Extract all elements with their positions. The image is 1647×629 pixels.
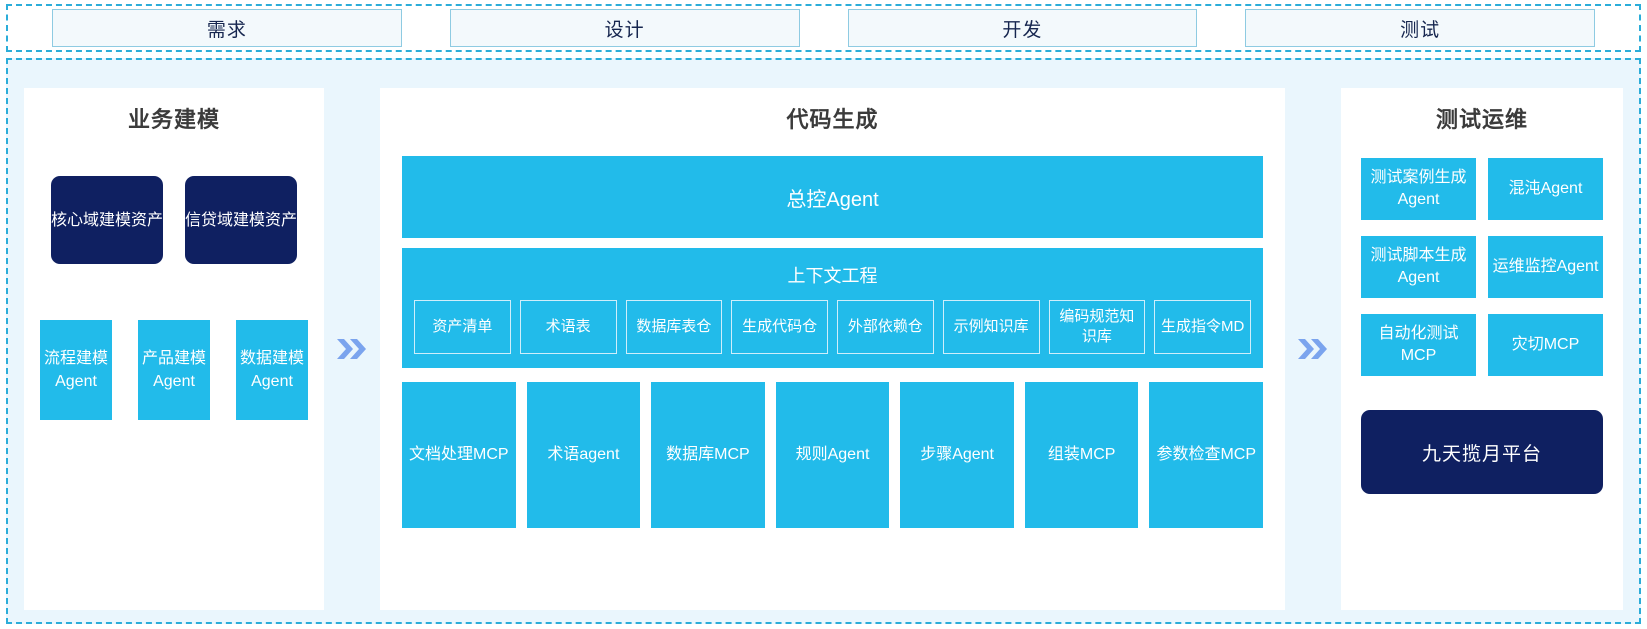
- phase-box-design[interactable]: 设计: [449, 9, 800, 47]
- cell-label: 运维监控Agent: [1492, 258, 1599, 275]
- agent-label: 数据建模Agent: [239, 350, 304, 390]
- asset-label: 信贷域建模资产: [185, 211, 298, 229]
- agent-rules[interactable]: 规则Agent: [775, 382, 890, 528]
- panel-business-modeling: 业务建模 核心域建模资产 信贷域建模资产 流程建模Agent 产品建模Agent…: [24, 88, 324, 610]
- context-item-generated-code-repo[interactable]: 生成代码仓: [731, 300, 828, 354]
- context-item-label: 编码规范知识库: [1059, 308, 1135, 345]
- phase-label: 测试: [1400, 19, 1441, 41]
- context-item-label: 示例知识库: [953, 318, 1029, 335]
- context-item-label: 资产清单: [432, 318, 493, 335]
- context-item-label: 生成代码仓: [742, 318, 818, 335]
- mcp-disaster-switchover[interactable]: 灾切MCP: [1488, 314, 1603, 376]
- agent-chaos[interactable]: 混沌Agent: [1488, 158, 1603, 220]
- context-item-label: 数据库表仓: [636, 318, 712, 335]
- phase-label: 开发: [1002, 19, 1043, 41]
- cell-label: 灾切MCP: [1511, 336, 1580, 353]
- mcp-assembly[interactable]: 组装MCP: [1024, 382, 1139, 528]
- asset-core-domain[interactable]: 核心域建模资产: [51, 176, 163, 264]
- cell-label: 测试脚本生成Agent: [1370, 247, 1467, 286]
- mcp-automated-testing[interactable]: 自动化测试MCP: [1361, 314, 1476, 376]
- mcp-label: 组装MCP: [1047, 446, 1116, 463]
- context-item-label: 生成指令MD: [1160, 318, 1245, 335]
- agent-label: 产品建模Agent: [141, 350, 206, 390]
- context-item-external-dependency-repo[interactable]: 外部依赖仓: [837, 300, 934, 354]
- agent-data-modeling[interactable]: 数据建模Agent: [236, 320, 308, 420]
- context-engineering-title: 上下文工程: [787, 266, 878, 286]
- context-items-row: 资产清单 术语表 数据库表仓 生成代码仓 外部依赖仓 示例知识库 编码规范知识库…: [414, 300, 1251, 354]
- panel-title-code-generation: 代码生成: [786, 107, 879, 132]
- context-item-db-table-repo[interactable]: 数据库表仓: [625, 300, 723, 354]
- context-item-coding-standard-knowledge-base[interactable]: 编码规范知识库: [1048, 300, 1146, 354]
- master-control-agent-label: 总控Agent: [786, 188, 879, 211]
- mcp-label: 数据库MCP: [666, 446, 750, 463]
- center-body: 总控Agent 上下文工程 资产清单 术语表 数据库表仓 生成代码仓 外部依赖仓…: [380, 134, 1285, 528]
- agent-steps[interactable]: 步骤Agent: [900, 382, 1014, 528]
- master-control-agent[interactable]: 总控Agent: [402, 156, 1263, 238]
- test-ops-grid: 测试案例生成Agent 混沌Agent 测试脚本生成Agent 运维监控Agen…: [1361, 158, 1603, 376]
- context-item-label: 外部依赖仓: [847, 318, 923, 335]
- agent-process-modeling[interactable]: 流程建模Agent: [40, 320, 112, 420]
- double-chevron-right-icon: [335, 334, 369, 364]
- mcp-database[interactable]: 数据库MCP: [651, 382, 765, 528]
- flow-arrow-right: [1285, 88, 1341, 610]
- mcp-label: 参数检查MCP: [1156, 446, 1257, 463]
- context-item-glossary[interactable]: 术语表: [519, 300, 617, 354]
- mcp-label: 规则Agent: [795, 446, 870, 463]
- platform-jiutian-lanyue[interactable]: 九天揽月平台: [1361, 410, 1603, 494]
- phase-box-requirements[interactable]: 需求: [52, 9, 402, 47]
- agent-test-case-generation[interactable]: 测试案例生成Agent: [1361, 158, 1476, 220]
- asset-credit-domain[interactable]: 信贷域建模资产: [185, 176, 297, 264]
- main-frame: 业务建模 核心域建模资产 信贷域建模资产 流程建模Agent 产品建模Agent…: [6, 58, 1641, 624]
- panel-title-business-modeling: 业务建模: [127, 107, 220, 132]
- platform-label: 九天揽月平台: [1421, 443, 1542, 465]
- agent-product-modeling[interactable]: 产品建模Agent: [138, 320, 210, 420]
- phase-box-development[interactable]: 开发: [847, 9, 1198, 47]
- mcp-parameter-check[interactable]: 参数检查MCP: [1149, 382, 1264, 528]
- mcp-label: 术语agent: [547, 446, 620, 463]
- agent-glossary[interactable]: 术语agent: [526, 382, 641, 528]
- cell-label: 混沌Agent: [1508, 180, 1583, 197]
- phase-label: 需求: [206, 19, 247, 41]
- agent-label: 流程建模Agent: [43, 350, 108, 390]
- mcp-document-processing[interactable]: 文档处理MCP: [402, 382, 516, 528]
- asset-label: 核心域建模资产: [51, 211, 164, 229]
- flow-arrow-left: [324, 88, 380, 610]
- modeling-agent-row: 流程建模Agent 产品建模Agent 数据建模Agent: [24, 320, 324, 420]
- context-engineering-block: 上下文工程 资产清单 术语表 数据库表仓 生成代码仓 外部依赖仓 示例知识库 编…: [402, 248, 1263, 368]
- panel-test-ops: 测试运维 测试案例生成Agent 混沌Agent 测试脚本生成Agent 运维监…: [1341, 88, 1623, 610]
- panel-title-test-ops: 测试运维: [1435, 107, 1528, 132]
- panel-code-generation: 代码生成 总控Agent 上下文工程 资产清单 术语表 数据库表仓 生成代码仓 …: [380, 88, 1285, 610]
- phase-strip: 需求 设计 开发 测试: [6, 4, 1641, 52]
- context-item-example-knowledge-base[interactable]: 示例知识库: [942, 300, 1040, 354]
- agent-test-script-generation[interactable]: 测试脚本生成Agent: [1361, 236, 1476, 298]
- context-item-generation-instruction-md[interactable]: 生成指令MD: [1154, 300, 1251, 354]
- context-item-label: 术语表: [545, 318, 591, 335]
- phase-label: 设计: [604, 19, 645, 41]
- cell-label: 自动化测试MCP: [1378, 325, 1459, 364]
- agent-ops-monitoring[interactable]: 运维监控Agent: [1488, 236, 1603, 298]
- asset-row: 核心域建模资产 信贷域建模资产: [24, 176, 324, 264]
- cell-label: 测试案例生成Agent: [1370, 169, 1467, 208]
- context-item-asset-list[interactable]: 资产清单: [414, 300, 511, 354]
- mcp-label: 文档处理MCP: [409, 446, 509, 463]
- mcp-label: 步骤Agent: [920, 446, 995, 463]
- double-chevron-right-icon: [1296, 334, 1330, 364]
- mcp-agent-row: 文档处理MCP 术语agent 数据库MCP 规则Agent 步骤Agent 组…: [402, 382, 1264, 528]
- phase-box-testing[interactable]: 测试: [1245, 9, 1595, 47]
